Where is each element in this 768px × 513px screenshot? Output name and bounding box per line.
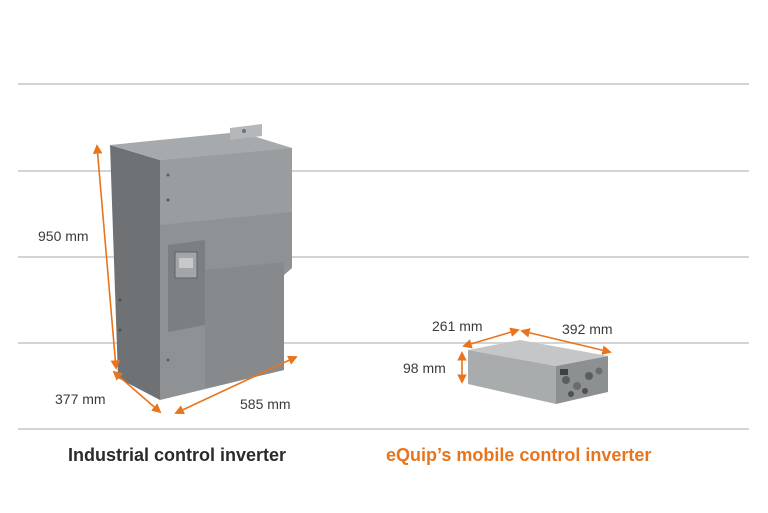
guide-line-4 [18, 342, 749, 344]
industrial-depth-label: 377 mm [55, 391, 106, 407]
mobile-width-label: 392 mm [562, 321, 613, 337]
industrial-height-label: 950 mm [38, 228, 89, 244]
mobile-width-dimension-line [520, 328, 612, 355]
guide-line-2 [18, 170, 749, 172]
industrial-width-label: 585 mm [240, 396, 291, 412]
mobile-caption: eQuip’s mobile control inverter [386, 445, 652, 465]
industrial-height-dimension-line [92, 144, 121, 370]
guide-line-5 [18, 428, 749, 430]
guide-line-3 [18, 256, 749, 258]
industrial-caption: Industrial control inverter [68, 445, 287, 465]
mobile-depth-dimension-line [462, 327, 520, 349]
mobile-height-label: 98 mm [403, 360, 446, 376]
mobile-inverter-unit [468, 340, 608, 404]
industrial-inverter-cabinet [110, 124, 292, 400]
guide-line-1 [18, 83, 749, 85]
mobile-depth-label: 261 mm [432, 318, 483, 334]
industrial-depth-dimension-line [112, 370, 162, 414]
industrial-width-dimension-line [174, 355, 298, 415]
